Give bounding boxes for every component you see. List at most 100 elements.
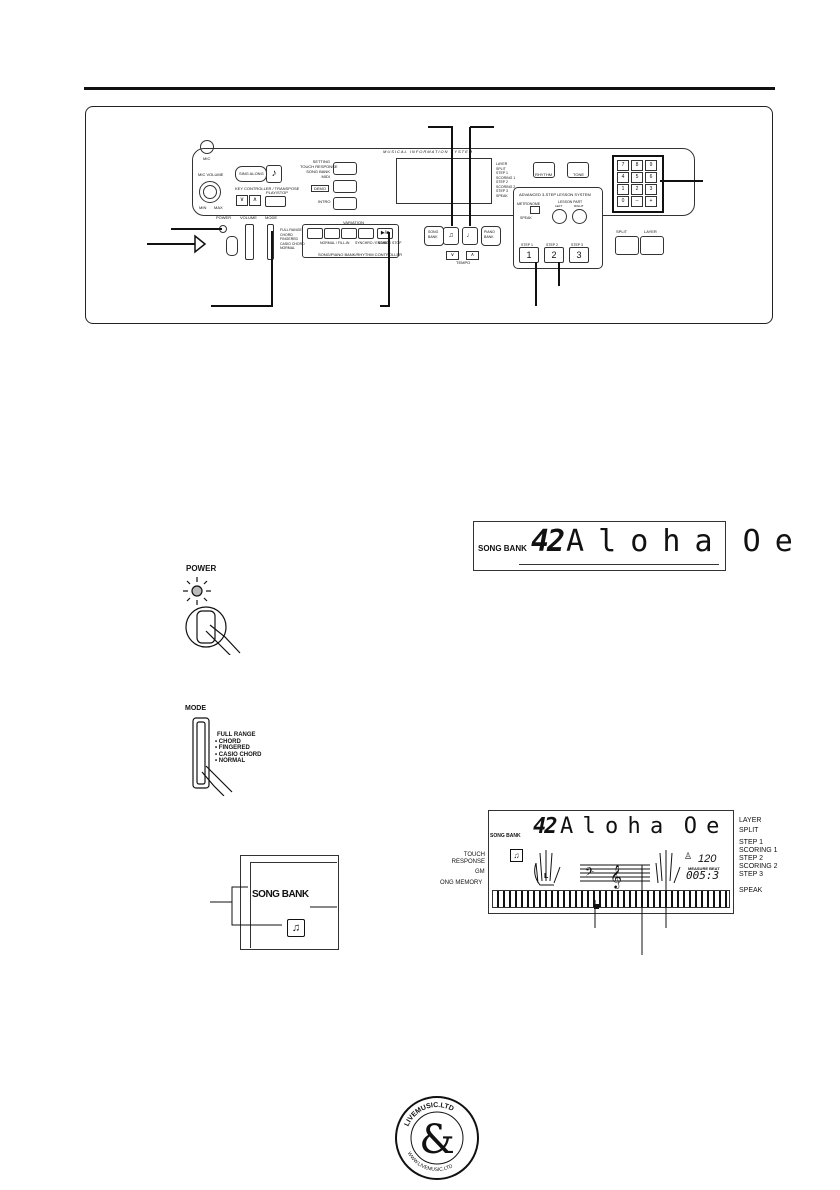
intro-label: INTRO — [318, 199, 331, 204]
panel-label-speak: SPEAK — [496, 193, 508, 198]
panel-label-split: SPLIT — [496, 166, 506, 171]
setting-button-3[interactable] — [333, 197, 357, 210]
controller-button-3[interactable] — [341, 228, 357, 239]
mode-option-chord: CHORD — [218, 738, 241, 745]
lesson-icon-button-2[interactable] — [567, 162, 589, 178]
power-label: POWER — [216, 215, 232, 220]
bass-clef-icon: 𝄢 — [585, 866, 594, 882]
step1-button[interactable]: 1 — [519, 247, 539, 263]
lesson-part-label: LESSON PART — [558, 200, 583, 204]
sing-along-icon[interactable]: ♪ — [266, 165, 282, 183]
key-4[interactable]: 4 — [617, 172, 629, 183]
tempo-up-button[interactable]: ∧ — [466, 251, 479, 260]
key-plus[interactable]: + — [645, 196, 657, 207]
song-bank-panel-label: SONG BANK — [428, 230, 439, 239]
tempo-label: TEMPO — [456, 260, 471, 265]
piano-bank-panel-label: PIANO BANK — [484, 230, 495, 239]
speak-label: SPEAK — [520, 216, 532, 220]
mic-volume-knob[interactable] — [199, 181, 221, 203]
metronome-label: METRONOME — [517, 202, 541, 206]
songbank-zoom-icon: ♫ — [287, 919, 305, 937]
big-lcd-song-memory: ONG MEMORY — [440, 880, 483, 886]
lesson-icon-button-b[interactable]: ♩ — [462, 227, 478, 245]
lesson-right-button[interactable] — [572, 209, 587, 224]
small-lcd-song-name: A l o h a O e — [566, 524, 793, 559]
number-keypad — [612, 155, 664, 213]
livemusic-logo: LIVEMUSIC.LTD WWW.LIVEMUSIC.LTD & — [395, 1096, 479, 1180]
layer-button[interactable] — [640, 236, 664, 255]
step1-label: STEP 1 — [521, 243, 533, 247]
key-controller-label: KEY CONTROLLER / TRANSPOSE — [235, 186, 300, 191]
mode-option-casio-chord: CASIO CHORD — [218, 751, 262, 758]
big-lcd-song-icon: ♫ — [510, 849, 523, 862]
right-label-scoring1: SCORING 1 — [739, 847, 778, 854]
mode-option-fingered: FINGERED — [218, 745, 250, 751]
key-0[interactable]: 0 — [617, 196, 629, 207]
songbank-zoom-label: SONG BANK — [252, 889, 309, 900]
key-1[interactable]: 1 — [617, 184, 629, 195]
key-3[interactable]: 3 — [645, 184, 657, 195]
key-9[interactable]: 9 — [645, 160, 657, 171]
piano-bank-button[interactable] — [481, 226, 501, 246]
controller-button-1[interactable] — [307, 228, 323, 239]
volume-slider[interactable] — [245, 224, 254, 260]
setting-button-2[interactable] — [333, 180, 357, 193]
lesson-system-label: ADVANCED 3-STEP LESSON SYSTEM — [519, 192, 591, 197]
key-up-button[interactable]: ∧ — [249, 195, 261, 206]
big-lcd-song-bank-label: SONG BANK — [490, 833, 521, 839]
controller-button-2[interactable] — [324, 228, 340, 239]
songbank-zoom-frame — [240, 855, 339, 950]
svg-text:&: & — [419, 1117, 455, 1163]
key-minus[interactable]: – — [631, 196, 643, 207]
controller-button-4[interactable] — [358, 228, 374, 239]
power-button[interactable] — [226, 236, 238, 256]
panel-label-scoring2: SCORING 2 — [496, 184, 516, 189]
step2-button[interactable]: 2 — [544, 247, 564, 263]
normal-fillin-label: NORMAL / FILL-IN — [320, 241, 350, 245]
mode-switch[interactable] — [267, 224, 274, 260]
mode-option-casio-row: • CASIO CHORD — [215, 751, 262, 758]
mode-option-chord-row: • CHORD — [215, 738, 241, 745]
big-lcd-right-labels: LAYER SPLIT STEP 1 SCORING 1 STEP 2 SCOR… — [739, 817, 778, 895]
lesson-right-label: RIGHT — [574, 204, 584, 208]
controller-button-5[interactable]: ▶/■ — [377, 228, 393, 239]
synchro-ending-label: SYNCHRO / ENDING — [355, 241, 390, 245]
right-label-layer: LAYER — [739, 817, 762, 824]
panel-label-step2: STEP 2 — [496, 180, 508, 184]
key-7[interactable]: 7 — [617, 160, 629, 171]
play-stop-top-label: PLAY/STOP — [266, 190, 288, 195]
big-lcd-number: 42 — [533, 814, 557, 839]
lesson-icon-button-a[interactable]: ♫ — [443, 227, 459, 245]
mic-max-label: MAX — [214, 205, 223, 210]
key-8[interactable]: 8 — [631, 160, 643, 171]
step2-label: STEP 2 — [546, 243, 558, 247]
small-lcd-display — [473, 521, 726, 571]
split-button[interactable] — [615, 236, 639, 255]
metronome-button[interactable] — [530, 206, 540, 214]
setting-button-1[interactable] — [333, 162, 357, 175]
mode-fig-label: MODE — [185, 705, 206, 712]
songbank-zoom-left-rule — [250, 862, 251, 948]
mode-options-small: FULL RANGE CHORD FINGERED CASIO CHORD NO… — [280, 228, 305, 251]
mode-fig-options: FULL RANGE • CHORD • FINGERED • CASIO CH… — [215, 732, 261, 765]
panel-illustration — [85, 106, 773, 324]
panel-lcd-labels: LAYER SPLIT STEP 1 SCORING 1 STEP 2 SCOR… — [496, 162, 515, 198]
key-6[interactable]: 6 — [645, 172, 657, 183]
lesson-icon-button-1[interactable] — [533, 162, 555, 178]
step3-label: STEP 3 — [571, 243, 583, 247]
sing-along-label: SING ALONG — [239, 171, 264, 176]
big-lcd-key-marker — [594, 904, 599, 909]
key-down-button[interactable]: ∨ — [236, 195, 248, 206]
controller-group — [302, 224, 399, 258]
step3-button[interactable]: 3 — [569, 247, 589, 263]
variation-label-top: VARIATION — [343, 220, 364, 225]
key-2[interactable]: 2 — [631, 184, 643, 195]
mode-opt-small-normal: NORMAL — [280, 246, 295, 250]
tempo-down-button[interactable]: ∨ — [446, 251, 459, 260]
lesson-left-button[interactable] — [552, 209, 567, 224]
power-fig-illustration — [183, 577, 241, 655]
play-stop-top-button[interactable] — [265, 196, 286, 207]
treble-clef-icon: 𝄞 — [610, 864, 622, 889]
key-5[interactable]: 5 — [631, 172, 643, 183]
big-lcd-frame — [488, 810, 734, 914]
